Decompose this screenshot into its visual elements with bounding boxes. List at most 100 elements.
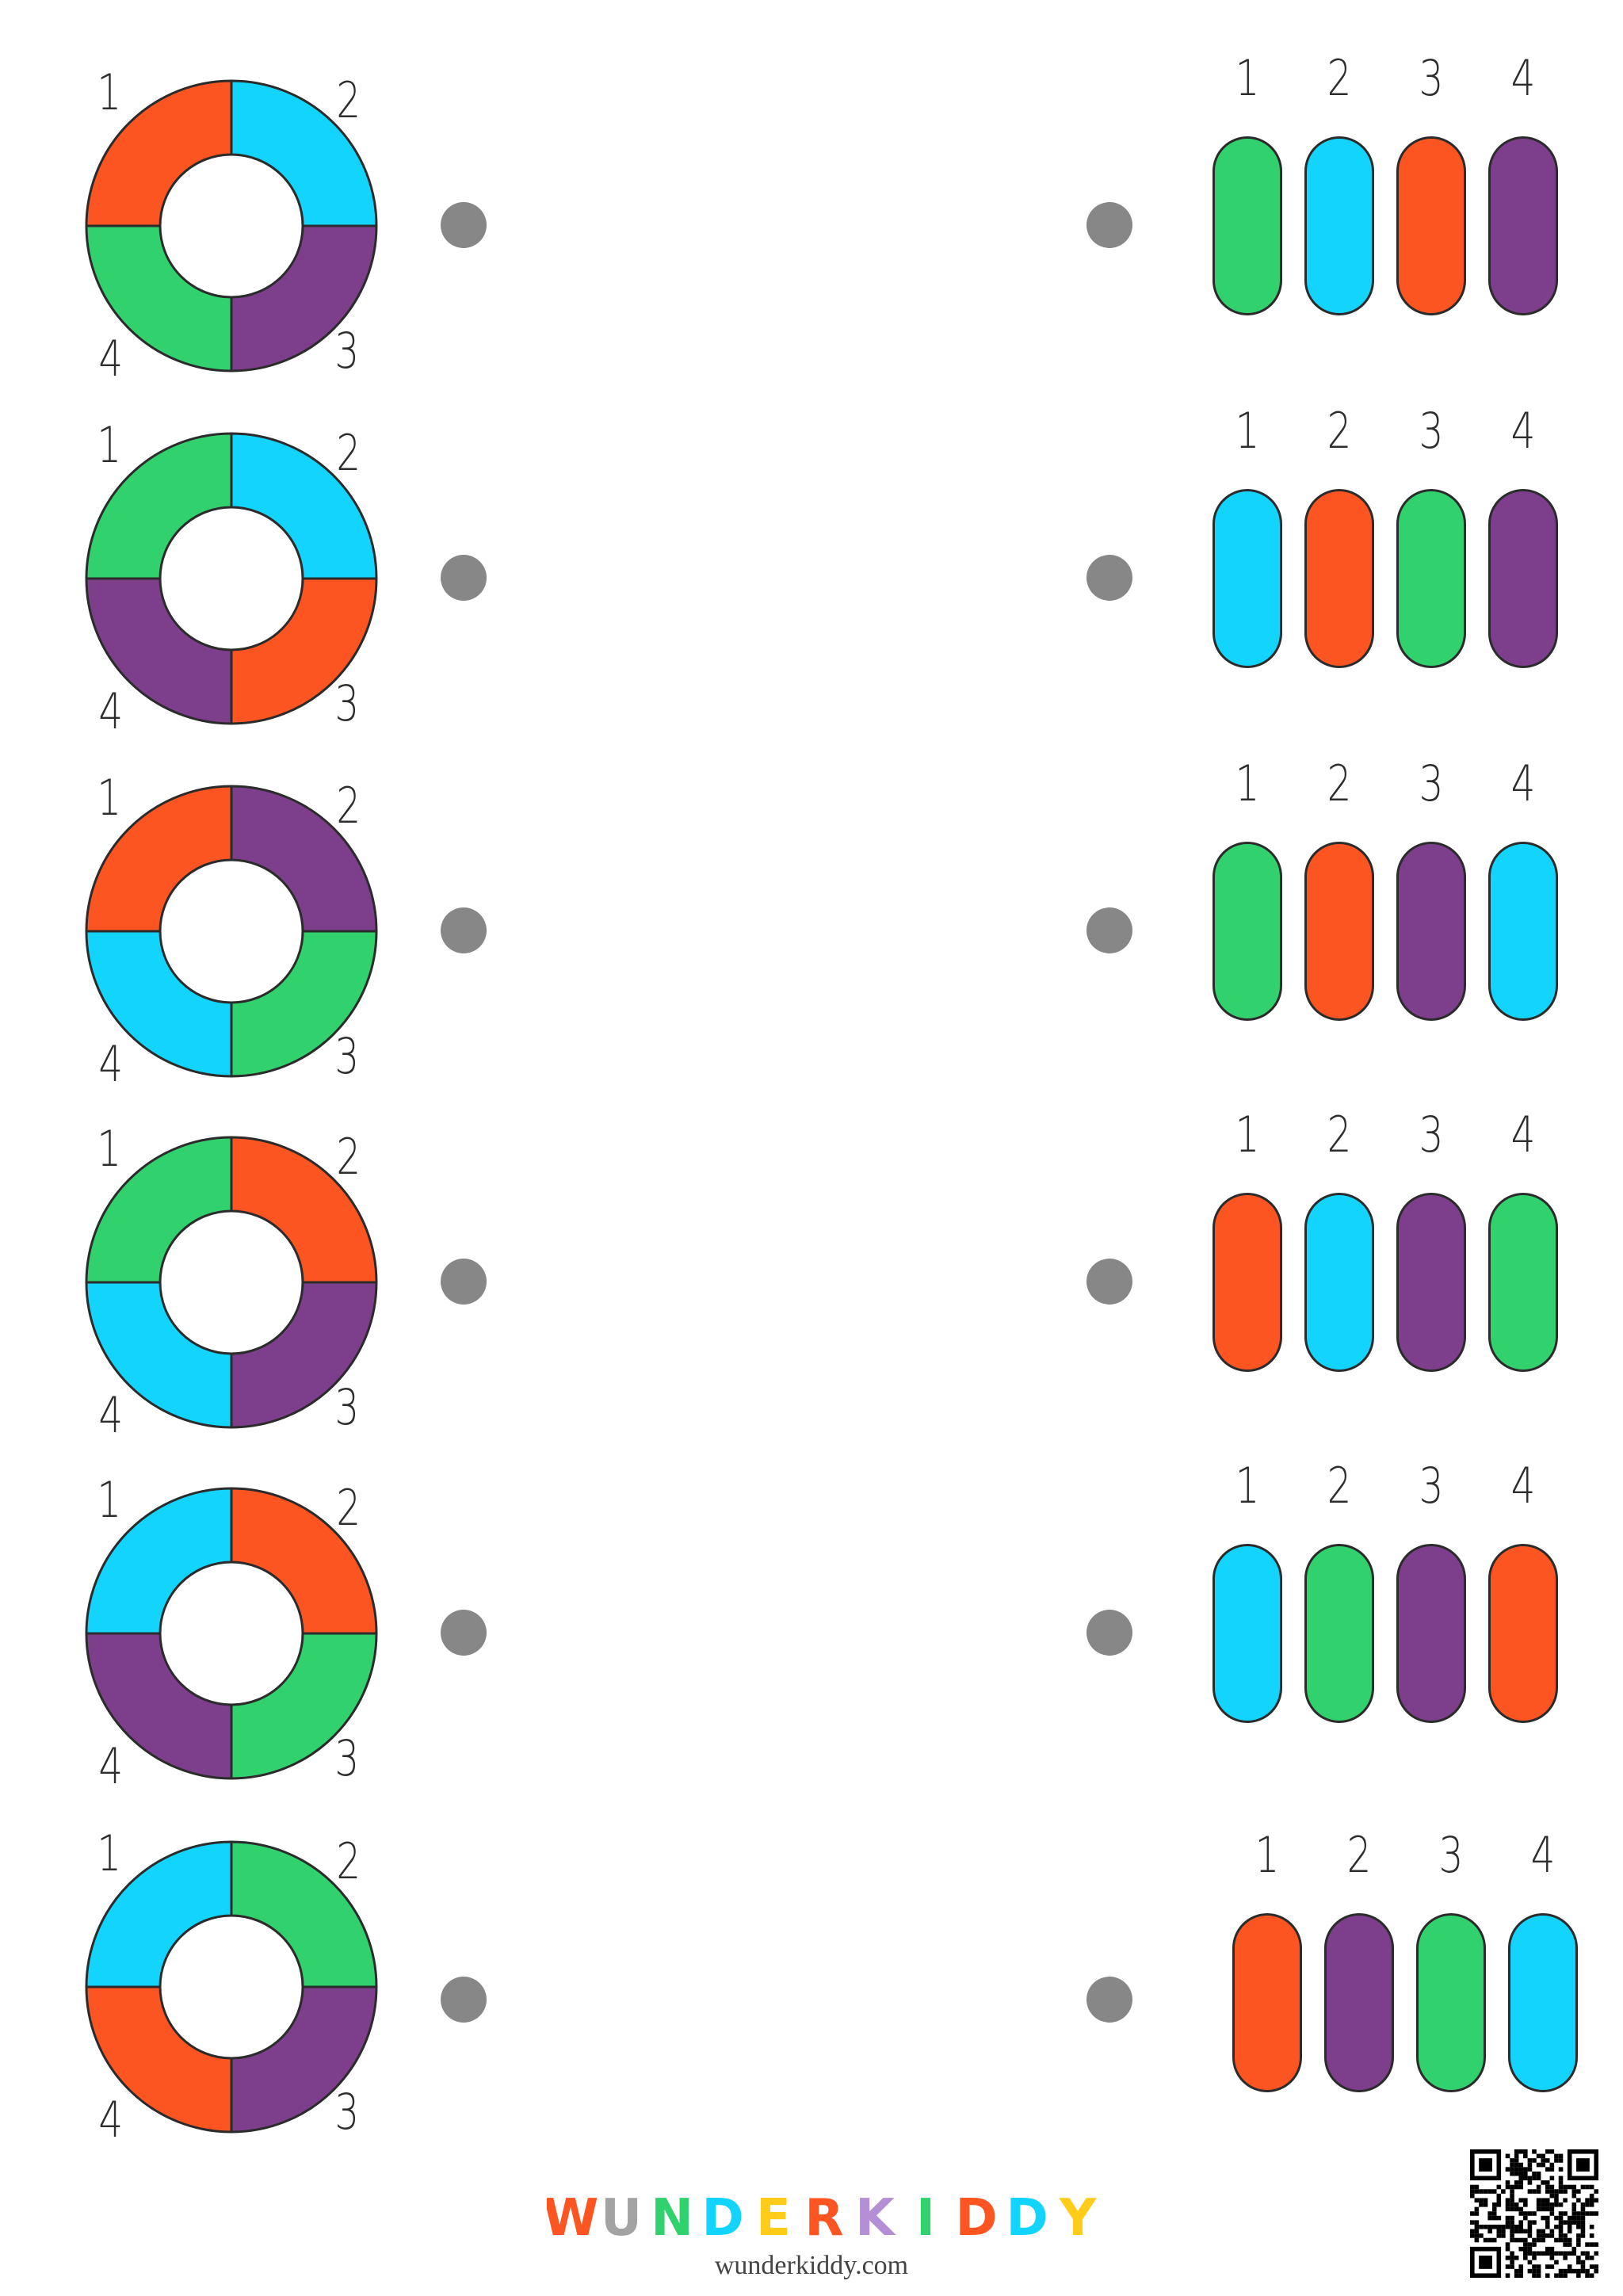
color-pill-3 bbox=[1416, 1913, 1486, 2092]
logo-letter: D bbox=[701, 2189, 743, 2241]
pill-number-2: 2 bbox=[1327, 755, 1352, 812]
logo-letter: R bbox=[804, 2189, 843, 2241]
ring-number-4: 4 bbox=[98, 682, 124, 740]
ring-number-1: 1 bbox=[97, 416, 122, 474]
pill-number-3: 3 bbox=[1419, 755, 1444, 812]
logo-letter: U bbox=[601, 2189, 642, 2241]
ring-segment-2 bbox=[230, 432, 378, 580]
pill-number-4: 4 bbox=[1510, 755, 1536, 812]
pill-number-2: 2 bbox=[1327, 1457, 1352, 1515]
color-pill-3 bbox=[1396, 842, 1466, 1021]
ring-segment-3 bbox=[230, 1632, 378, 1780]
color-pill-4 bbox=[1488, 842, 1558, 1021]
pill-number-3: 3 bbox=[1419, 402, 1444, 460]
color-ring bbox=[85, 1840, 378, 2134]
right-dot[interactable] bbox=[1086, 1259, 1132, 1305]
logo-letter: Y bbox=[1059, 2189, 1097, 2241]
color-pill-2 bbox=[1304, 1193, 1374, 1372]
ring-number-3: 3 bbox=[334, 1378, 360, 1436]
ring-segment-3 bbox=[230, 224, 378, 372]
color-pill-1 bbox=[1212, 136, 1282, 315]
color-pill-3 bbox=[1396, 1193, 1466, 1372]
ring-number-4: 4 bbox=[98, 2091, 124, 2149]
color-pill-1 bbox=[1212, 842, 1282, 1021]
color-pill-4 bbox=[1488, 136, 1558, 315]
ring-segment-2 bbox=[230, 785, 378, 933]
left-dot[interactable] bbox=[441, 202, 487, 248]
left-dot[interactable] bbox=[441, 907, 487, 953]
color-pill-3 bbox=[1396, 136, 1466, 315]
pill-number-3: 3 bbox=[1419, 1106, 1444, 1163]
color-pill-1 bbox=[1212, 1193, 1282, 1372]
ring-number-1: 1 bbox=[97, 1120, 122, 1178]
color-ring bbox=[85, 79, 378, 372]
logo-letter: N bbox=[651, 2189, 693, 2241]
pill-number-2: 2 bbox=[1327, 49, 1352, 107]
color-ring bbox=[85, 1136, 378, 1429]
ring-segment-2 bbox=[230, 1840, 378, 1988]
right-dot[interactable] bbox=[1086, 202, 1132, 248]
pill-number-4: 4 bbox=[1510, 49, 1536, 107]
ring-number-4: 4 bbox=[98, 1386, 124, 1444]
ring-segment-1 bbox=[85, 785, 233, 933]
ring-number-4: 4 bbox=[98, 1035, 124, 1093]
right-dot[interactable] bbox=[1086, 1977, 1132, 2023]
right-dot[interactable] bbox=[1086, 907, 1132, 953]
pill-number-2: 2 bbox=[1346, 1826, 1372, 1884]
qr-code-icon bbox=[1470, 2149, 1598, 2278]
ring-segment-4 bbox=[85, 224, 233, 372]
logo-letter: K bbox=[855, 2189, 896, 2241]
ring-number-1: 1 bbox=[97, 1824, 122, 1882]
right-dot[interactable] bbox=[1086, 1610, 1132, 1656]
ring-number-4: 4 bbox=[98, 330, 124, 388]
ring-segment-4 bbox=[85, 1632, 233, 1780]
ring-number-2: 2 bbox=[336, 1479, 361, 1537]
ring-segment-1 bbox=[85, 1840, 233, 1988]
color-pill-4 bbox=[1488, 1544, 1558, 1723]
left-dot[interactable] bbox=[441, 1610, 487, 1656]
pill-number-1: 1 bbox=[1235, 402, 1260, 460]
pill-number-1: 1 bbox=[1235, 1457, 1260, 1515]
left-dot[interactable] bbox=[441, 1977, 487, 2023]
pill-number-4: 4 bbox=[1510, 1457, 1536, 1515]
right-dot[interactable] bbox=[1086, 555, 1132, 601]
pill-number-2: 2 bbox=[1327, 402, 1352, 460]
left-dot[interactable] bbox=[441, 555, 487, 601]
left-dot[interactable] bbox=[441, 1259, 487, 1305]
ring-number-1: 1 bbox=[97, 63, 122, 121]
ring-number-2: 2 bbox=[336, 424, 361, 482]
color-pill-1 bbox=[1212, 1544, 1282, 1723]
logo-letter: E bbox=[756, 2189, 791, 2241]
ring-segment-4 bbox=[85, 577, 233, 725]
color-pill-2 bbox=[1304, 489, 1374, 668]
color-pill-2 bbox=[1304, 842, 1374, 1021]
ring-segment-2 bbox=[230, 1136, 378, 1284]
color-ring bbox=[85, 432, 378, 725]
ring-segment-3 bbox=[230, 930, 378, 1078]
color-pill-1 bbox=[1232, 1913, 1302, 2092]
ring-segment-1 bbox=[85, 1487, 233, 1635]
color-pill-2 bbox=[1304, 136, 1374, 315]
logo-letter: D bbox=[1006, 2189, 1048, 2241]
color-pill-3 bbox=[1396, 1544, 1466, 1723]
pill-number-3: 3 bbox=[1438, 1826, 1464, 1884]
ring-segment-3 bbox=[230, 1281, 378, 1429]
color-pill-2 bbox=[1304, 1544, 1374, 1723]
ring-number-3: 3 bbox=[334, 2083, 360, 2141]
ring-segment-3 bbox=[230, 577, 378, 725]
ring-segment-1 bbox=[85, 1136, 233, 1284]
color-ring bbox=[85, 785, 378, 1078]
pill-number-3: 3 bbox=[1419, 1457, 1444, 1515]
ring-segment-4 bbox=[85, 930, 233, 1078]
ring-number-3: 3 bbox=[334, 1027, 360, 1085]
ring-segment-2 bbox=[230, 79, 378, 227]
pill-number-2: 2 bbox=[1327, 1106, 1352, 1163]
ring-segment-1 bbox=[85, 432, 233, 580]
